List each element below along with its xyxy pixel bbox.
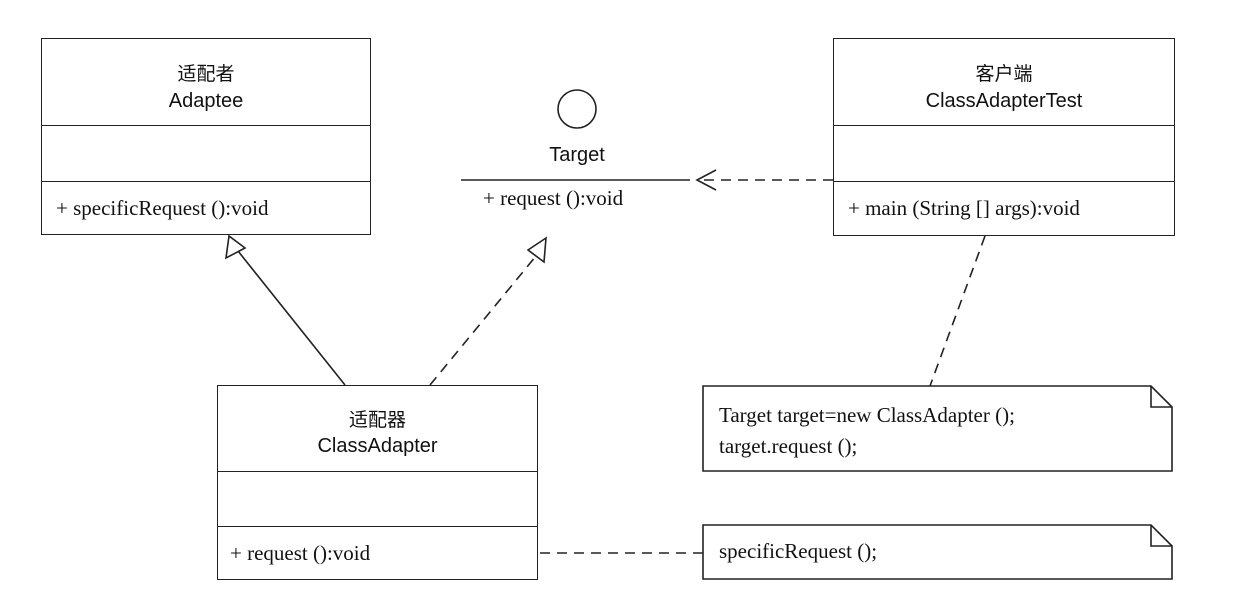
class-adaptee: 适配者 Adaptee + specificRequest ():void [41,38,371,235]
note-adapter-line1: specificRequest (); [719,539,878,563]
interface-circle-icon [557,89,597,129]
note-client-line2: target.request (); [719,434,858,458]
adapter-operations-section [218,526,537,527]
adaptee-name: Adaptee [168,90,244,112]
target-operation: + request ():void [483,186,624,210]
note-adapter-fold-icon [1150,525,1172,547]
generalization-line [237,250,346,386]
note-adapter-shape [702,524,1173,580]
client-cn-name: 客户端 [975,63,1033,85]
adapter-name: ClassAdapter [317,435,438,457]
realization-line [429,255,537,386]
adapter-cn-name: 适配器 [348,409,406,431]
note-client-fold-icon [1150,386,1172,408]
adaptee-operations-section [42,181,370,182]
client-name: ClassAdapterTest [925,90,1083,112]
class-client: 客户端 ClassAdapterTest + main (String [] a… [833,38,1175,236]
class-adapter: 适配器 ClassAdapter + request ():void [217,385,538,580]
dependency-arrowhead-icon [695,169,717,191]
client-attributes-section [834,125,1174,126]
adapter-attributes-section [218,471,537,472]
client-operations-section [834,181,1174,182]
note-link-client [929,235,986,387]
adaptee-cn-name: 适配者 [177,63,235,85]
adaptee-attributes-section [42,125,370,126]
note-client-line1: Target target=new ClassAdapter (); [719,403,1015,427]
adapter-operation: + request ():void [230,541,371,565]
adaptee-operation: + specificRequest ():void [56,196,269,220]
note-client-shape [702,385,1173,472]
client-operation: + main (String [] args):void [848,196,1080,220]
realization-arrowhead-icon [526,236,547,264]
target-name: Target [549,144,605,166]
generalization-arrowhead-icon [224,234,247,260]
